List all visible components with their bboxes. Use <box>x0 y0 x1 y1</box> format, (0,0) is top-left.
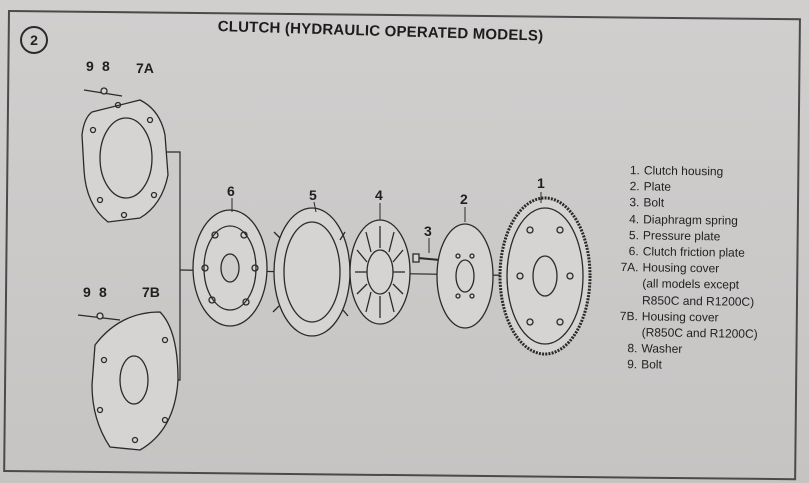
callout-washer-8a: 8 <box>102 58 110 74</box>
parts-legend: 1.Clutch housing 2.Plate 3.Bolt 4.Diaphr… <box>617 162 800 375</box>
housing-cover-7b-drawing <box>77 311 179 451</box>
callout-cover-7b: 7B <box>142 284 160 300</box>
callout-washer-8b: 8 <box>99 284 107 300</box>
legend-item: 3.Bolt <box>629 195 665 211</box>
housing-cover-7a-drawing <box>81 87 169 223</box>
callout-cover-7a: 7A <box>136 60 154 76</box>
friction-plate-drawing <box>192 209 268 327</box>
legend-item-continuation: (all models except <box>642 276 740 293</box>
callout-diaphragm-spring-4: 4 <box>375 187 383 203</box>
callout-leaders <box>231 192 542 253</box>
clutch-housing-drawing <box>498 196 592 356</box>
diaphragm-spring-drawing <box>349 219 411 325</box>
callout-pressure-plate-5: 5 <box>309 187 317 203</box>
legend-item: 9.Bolt <box>627 357 662 373</box>
callout-bolt-9a: 9 <box>86 58 94 74</box>
callout-bolt-3: 3 <box>424 223 432 239</box>
callout-plate-2: 2 <box>460 191 468 207</box>
callout-friction-plate-6: 6 <box>227 183 235 199</box>
callout-bolt-9b: 9 <box>83 284 91 300</box>
bolt-3-drawing <box>412 253 441 263</box>
pressure-plate-drawing <box>272 207 351 337</box>
figure-number-badge: 2 <box>20 26 48 54</box>
plate-drawing <box>436 223 494 329</box>
callout-clutch-housing-1: 1 <box>537 175 545 191</box>
